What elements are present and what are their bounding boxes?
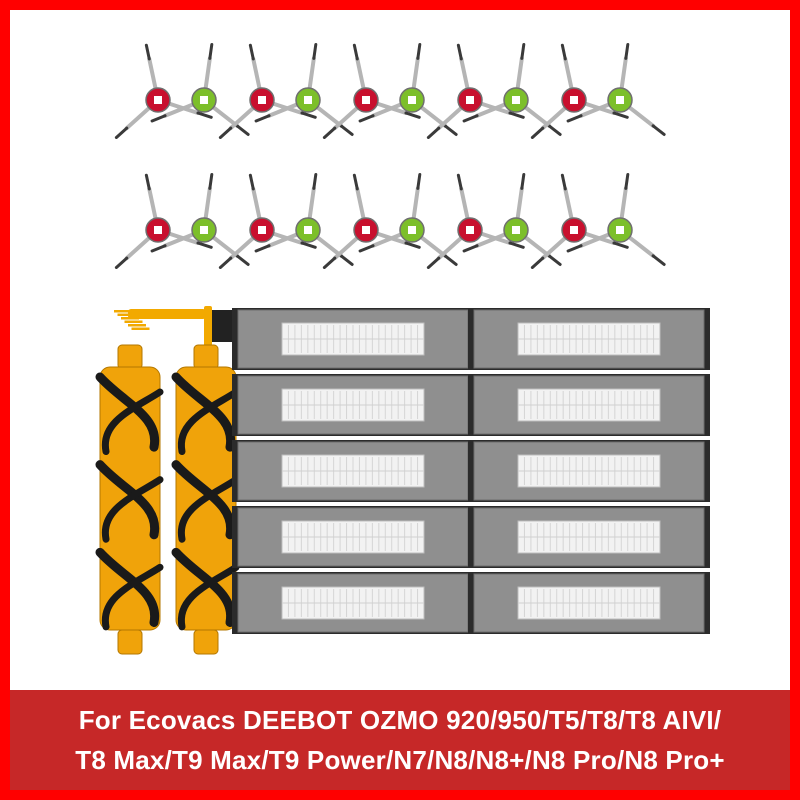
cleaning-tool [114, 306, 234, 346]
side-brush [462, 43, 562, 136]
side-brush [114, 43, 213, 139]
filters-group [232, 308, 710, 634]
main-brush-blade [177, 476, 240, 543]
side-brush [566, 43, 666, 136]
main-brush-blade [171, 460, 236, 540]
side-brush [254, 173, 354, 266]
hepa-filter [232, 440, 474, 502]
side-brush [426, 173, 525, 269]
main-brush-end-cap [193, 629, 219, 655]
hepa-filter [232, 572, 474, 634]
cleaning-tool-bristles [212, 310, 234, 342]
side-brush [218, 173, 317, 269]
main-brush [95, 344, 164, 655]
side-brush [530, 43, 629, 139]
main-brush-end-cap [193, 344, 219, 370]
side-brush [462, 173, 562, 266]
side-brush [114, 173, 213, 269]
hepa-filter [232, 506, 474, 568]
side-brushes-group [114, 43, 666, 269]
side-brush [358, 173, 458, 266]
side-brush [566, 173, 666, 266]
main-brush-blade [177, 563, 240, 631]
main-brush-blade [177, 388, 240, 456]
side-brush [218, 43, 317, 139]
hepa-filter [232, 308, 474, 370]
cleaning-tool-group [114, 306, 234, 346]
hepa-filter [468, 506, 710, 568]
main-brush [171, 344, 240, 655]
main-brushes-group [95, 344, 240, 655]
side-brush [530, 173, 629, 269]
main-brush-blade [171, 547, 236, 627]
main-brush-blade [101, 476, 164, 543]
side-brush [254, 43, 354, 136]
hepa-filter [468, 440, 710, 502]
hepa-filter [232, 374, 474, 436]
hepa-filter [468, 308, 710, 370]
caption-line-2: T8 Max/T9 Max/T9 Power/N7/N8/N8+/N8 Pro/… [75, 745, 725, 775]
main-brush-blade [95, 547, 160, 627]
main-brush-blade [95, 460, 160, 540]
caption-line-1: For Ecovacs DEEBOT OZMO 920/950/T5/T8/T8… [78, 705, 722, 735]
main-brush-blade [101, 563, 164, 631]
main-brush-blade [171, 372, 236, 452]
side-brush [150, 43, 250, 136]
hepa-filter [468, 374, 710, 436]
side-brush [358, 43, 458, 136]
main-brush-blade [101, 388, 164, 456]
main-brush-blade [95, 372, 160, 452]
main-brush-end-cap [117, 629, 143, 655]
main-brush-end-cap [117, 344, 143, 370]
hepa-filter [468, 572, 710, 634]
side-brush [322, 43, 421, 139]
side-brush [426, 43, 525, 139]
side-brush [322, 173, 421, 269]
side-brush [150, 173, 250, 266]
compatibility-caption: For Ecovacs DEEBOT OZMO 920/950/T5/T8/T8… [10, 690, 790, 790]
